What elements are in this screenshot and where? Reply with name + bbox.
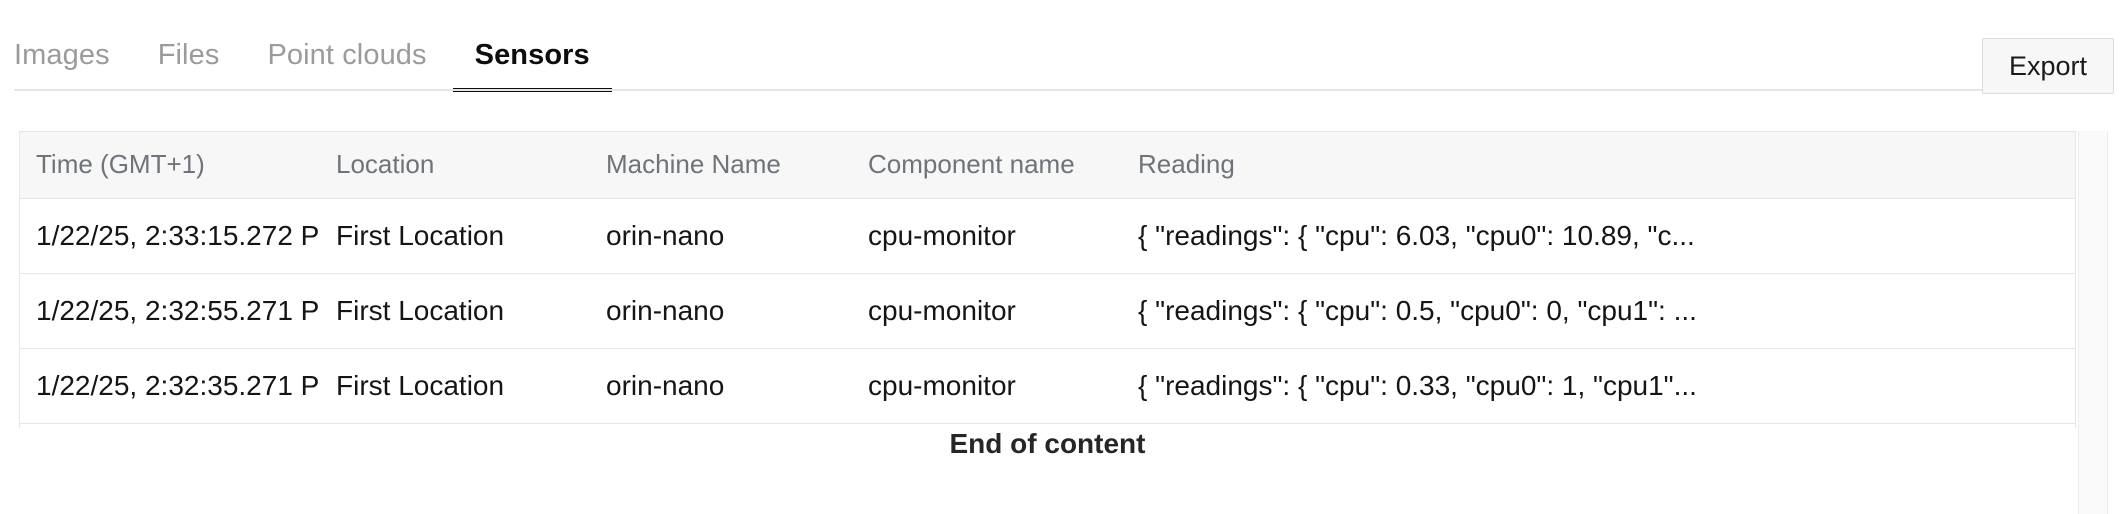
- tab-images[interactable]: Images: [14, 41, 110, 92]
- tab-point-clouds-label: Point clouds: [267, 39, 427, 71]
- table-head: Time (GMT+1) Location Machine Name Compo…: [20, 132, 2075, 199]
- tab-sensors[interactable]: Sensors: [452, 39, 612, 92]
- cell-machine-name: orin-nano: [590, 347, 852, 424]
- tab-bar-divider: [14, 89, 2114, 91]
- column-header-time[interactable]: Time (GMT+1): [20, 132, 320, 199]
- tab-bar: Images Files Point clouds Sensors: [14, 14, 2114, 92]
- vertical-scrollbar[interactable]: [2078, 131, 2108, 514]
- column-header-reading[interactable]: Reading: [1122, 132, 2075, 199]
- column-header-location[interactable]: Location: [320, 132, 590, 199]
- cell-reading: { "readings": { "cpu": 6.03, "cpu0": 10.…: [1138, 219, 1695, 251]
- tab-images-label: Images: [14, 39, 110, 71]
- sensors-table-container: Time (GMT+1) Location Machine Name Compo…: [19, 131, 2076, 428]
- cell-reading: { "readings": { "cpu": 0.5, "cpu0": 0, "…: [1122, 272, 2075, 348]
- table-body: 1/22/25, 2:33:15.272 PM First Location o…: [20, 198, 2075, 424]
- cell-time: 1/22/25, 2:32:55.271 PM: [20, 272, 320, 348]
- cell-time: 1/22/25, 2:32:35.271 PM: [20, 347, 320, 424]
- column-header-machine-name[interactable]: Machine Name: [590, 132, 852, 199]
- cell-component-name: cpu-monitor: [852, 272, 1122, 348]
- tab-sensors-label: Sensors: [474, 39, 590, 71]
- table-row[interactable]: 1/22/25, 2:32:55.271 PM First Location o…: [20, 272, 2075, 348]
- tab-files-label: Files: [157, 39, 220, 71]
- cell-reading: { "readings": { "cpu": 0.33, "cpu0": 1, …: [1122, 347, 2075, 424]
- cell-location: First Location: [336, 219, 505, 251]
- tab-point-clouds[interactable]: Point clouds: [267, 41, 426, 92]
- cell-machine-name: orin-nano: [606, 219, 725, 251]
- sensors-table: Time (GMT+1) Location Machine Name Compo…: [20, 132, 2075, 424]
- export-button[interactable]: Export: [1981, 38, 2114, 94]
- table-header-row: Time (GMT+1) Location Machine Name Compo…: [20, 132, 2075, 199]
- cell-component-name: cpu-monitor: [852, 347, 1122, 424]
- tab-files[interactable]: Files: [158, 41, 220, 92]
- tab-list: Images Files Point clouds Sensors: [14, 14, 612, 92]
- end-of-content-label: End of content: [949, 428, 1146, 459]
- export-button-label: Export: [2008, 50, 2087, 81]
- cell-machine-name: orin-nano: [590, 272, 852, 348]
- column-header-component-name[interactable]: Component name: [852, 132, 1122, 199]
- vertical-scrollbar-thumb[interactable]: [2083, 133, 2105, 323]
- table-row[interactable]: 1/22/25, 2:33:15.272 PM First Location o…: [20, 198, 2075, 273]
- cell-location: First Location: [320, 272, 590, 348]
- table-row[interactable]: 1/22/25, 2:32:35.271 PM First Location o…: [20, 347, 2075, 424]
- cell-component-name: cpu-monitor: [868, 219, 1016, 251]
- cell-location: First Location: [320, 347, 590, 424]
- cell-time: 1/22/25, 2:33:15.272 PM: [36, 219, 320, 251]
